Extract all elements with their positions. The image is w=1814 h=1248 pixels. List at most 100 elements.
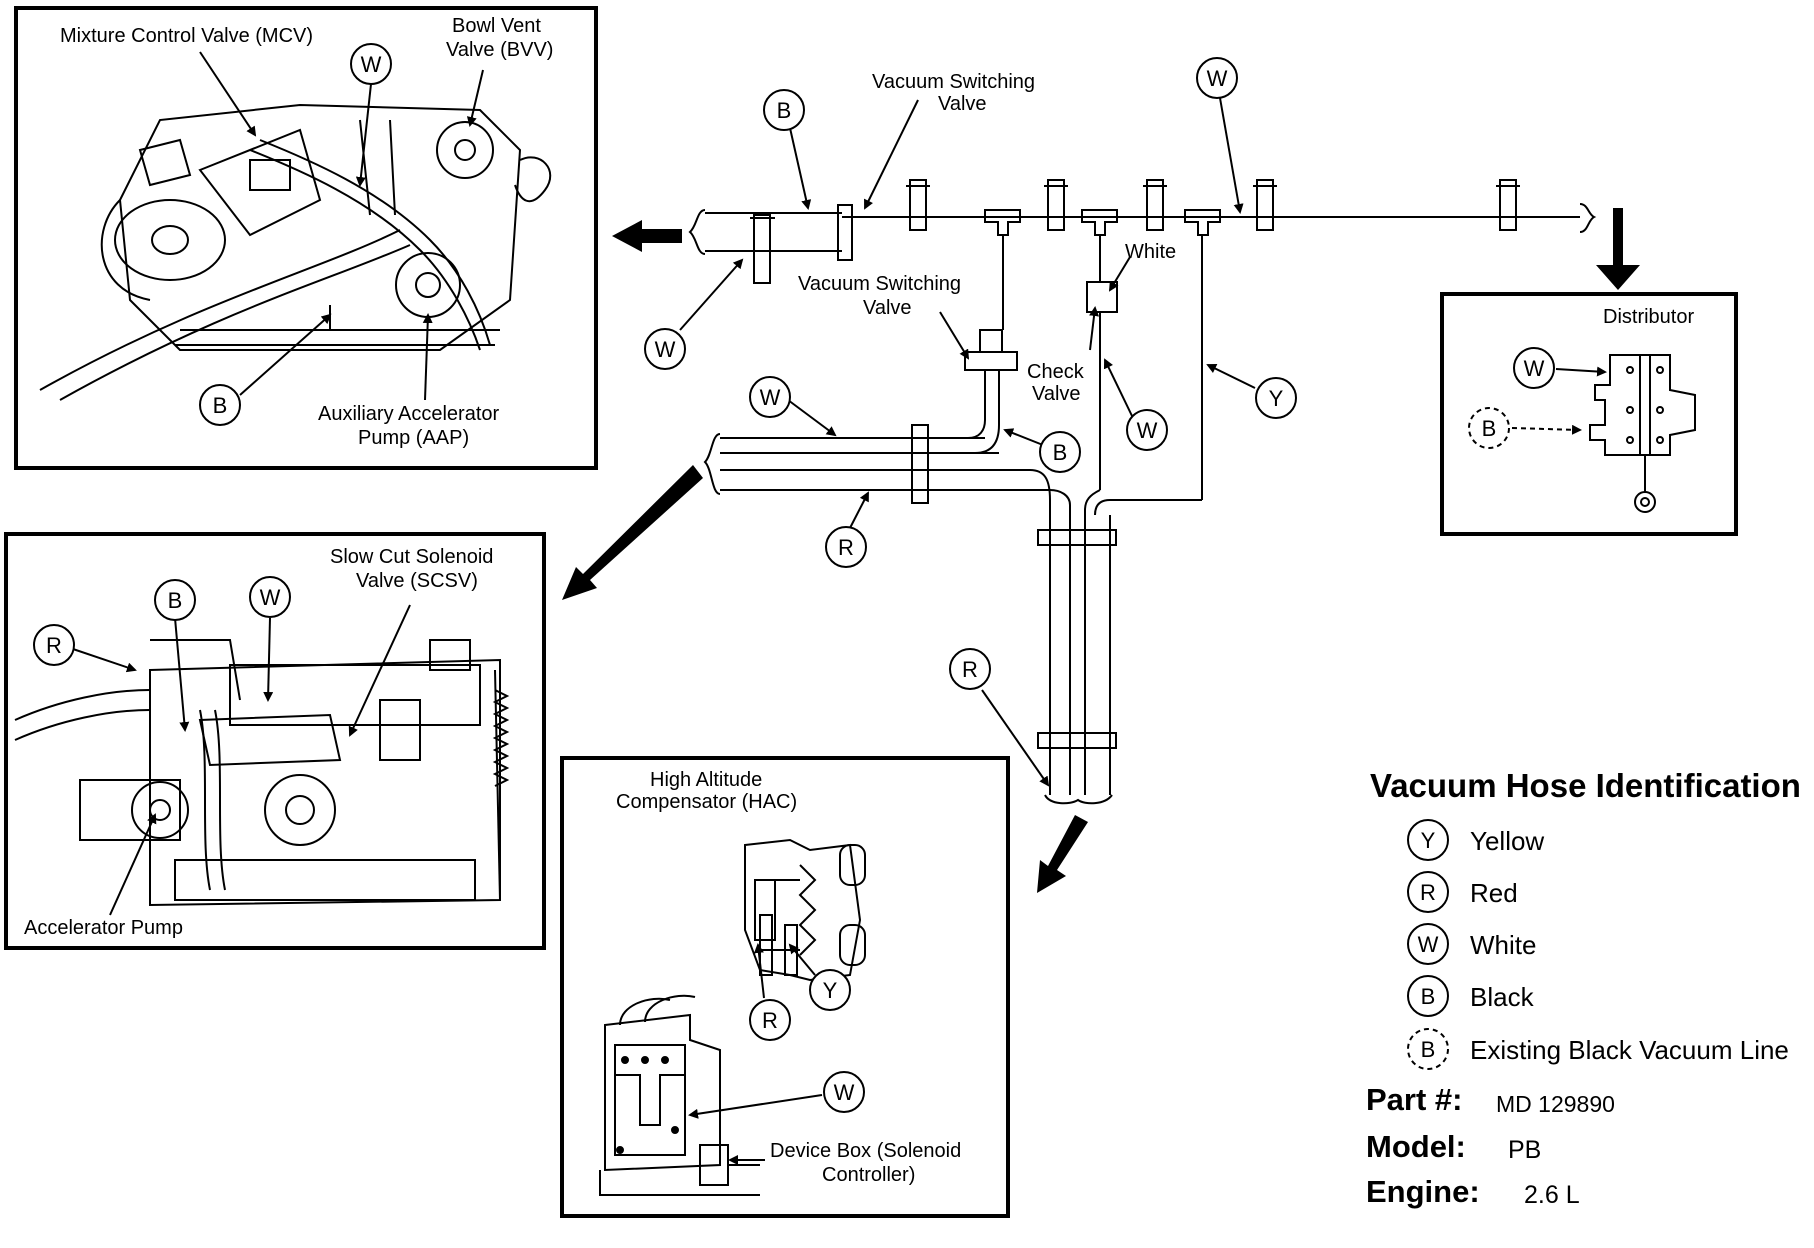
- legend-item-red: R Red: [1407, 871, 1518, 913]
- svg-text:R: R: [962, 657, 978, 682]
- legend-item-white: W White: [1407, 923, 1536, 965]
- hac-label-line1: High Altitude: [650, 769, 762, 791]
- svg-text:W: W: [834, 1080, 855, 1105]
- distributor-black-leader: [1511, 424, 1582, 435]
- device-box-label-line2: Controller): [822, 1164, 915, 1186]
- inset-carburetor-side: Slow Cut Solenoid Valve (SCSV) Accelerat…: [4, 532, 546, 950]
- carburetor-side-drawing: [14, 639, 510, 907]
- bubble-black-mid: B: [1039, 431, 1081, 473]
- arrow-to-hac: [1037, 815, 1088, 893]
- svg-text:W: W: [655, 337, 676, 362]
- bubble-yellow-inset3: Y: [809, 969, 851, 1011]
- svg-text:Existing Black Vacuum Line: Existing Black Vacuum Line: [1470, 1035, 1789, 1065]
- inset-distributor: Distributor W B: [1440, 292, 1738, 536]
- part-number-key: Part #:: [1366, 1082, 1462, 1117]
- vsv-top-label-line2: Valve: [938, 93, 987, 115]
- hose-network: [688, 179, 1597, 805]
- check-valve-label-line2: Valve: [1032, 383, 1081, 405]
- svg-text:Red: Red: [1470, 878, 1518, 908]
- svg-text:W: W: [1137, 418, 1158, 443]
- legend: Vacuum Hose Identification Y Yellow R Re…: [1370, 767, 1801, 1070]
- carburetor-top-drawing: [39, 103, 552, 401]
- distributor-white-leader: [1555, 366, 1607, 377]
- svg-text:Y: Y: [823, 978, 838, 1003]
- inset1-leaders: [199, 51, 484, 401]
- bubble-black-inset1: B: [199, 384, 241, 426]
- svg-text:B: B: [1053, 440, 1068, 465]
- model-value: PB: [1508, 1136, 1541, 1164]
- svg-text:B: B: [1421, 1037, 1436, 1062]
- scsv-label-line2: Valve (SCSV): [356, 570, 478, 592]
- aap-label-line2: Pump (AAP): [358, 427, 469, 449]
- bubble-red-mid: R: [825, 526, 867, 568]
- inset2-leaders: [69, 604, 411, 916]
- white-hose-label: White: [1125, 241, 1176, 263]
- specs-block: Part #: MD 129890 Model: PB Engine: 2.6 …: [1366, 1082, 1615, 1209]
- bubble-white-inset2: W: [249, 576, 291, 618]
- hac-label-line2: Compensator (HAC): [616, 791, 797, 813]
- bubble-black-inset2: B: [154, 579, 196, 621]
- vsv-mid-label-line2: Valve: [863, 297, 912, 319]
- svg-text:R: R: [1420, 880, 1436, 905]
- svg-text:Black: Black: [1470, 982, 1535, 1012]
- bubble-white-check: W: [1126, 409, 1168, 451]
- arrow-to-carb-top: [612, 220, 682, 252]
- svg-text:White: White: [1470, 930, 1536, 960]
- legend-item-existing-black: B Existing Black Vacuum Line: [1407, 1028, 1789, 1070]
- svg-text:Y: Y: [1269, 386, 1284, 411]
- svg-text:B: B: [213, 393, 228, 418]
- legend-item-yellow: Y Yellow: [1407, 819, 1544, 861]
- bubble-white-inset3: W: [823, 1071, 865, 1113]
- svg-text:Y: Y: [1421, 828, 1436, 853]
- part-number-value: MD 129890: [1496, 1091, 1615, 1117]
- arrow-to-carb-side: [562, 465, 703, 600]
- engine-value: 2.6 L: [1524, 1181, 1580, 1209]
- svg-text:Yellow: Yellow: [1470, 826, 1544, 856]
- vsv-top-label-line1: Vacuum Switching: [872, 71, 1035, 93]
- svg-text:B: B: [777, 98, 792, 123]
- device-box-drawing: [599, 994, 760, 1196]
- svg-text:R: R: [838, 535, 854, 560]
- bubble-white-left: W: [644, 328, 686, 370]
- inset-hac: High Altitude Compensator (HAC) Device B…: [560, 756, 1010, 1218]
- legend-item-black: B Black: [1407, 975, 1535, 1017]
- svg-text:W: W: [1418, 932, 1439, 957]
- vsv-mid-label-line1: Vacuum Switching: [798, 273, 961, 295]
- inset3-leaders: [688, 943, 823, 1165]
- check-valve-label-line1: Check: [1027, 361, 1085, 383]
- direction-arrows: [562, 208, 1640, 893]
- aap-label-line1: Auxiliary Accelerator: [318, 403, 500, 425]
- svg-text:W: W: [760, 385, 781, 410]
- bubble-white-inset1: W: [350, 43, 392, 85]
- bubble-white-mid: W: [749, 376, 791, 418]
- bubble-red-inset3: R: [749, 999, 791, 1041]
- bubble-white-distributor: W: [1513, 347, 1555, 389]
- accelerator-pump-label: Accelerator Pump: [24, 917, 183, 939]
- model-key: Model:: [1366, 1129, 1466, 1164]
- bubble-black-distributor-dashed: B: [1468, 407, 1510, 449]
- hac-drawing: [744, 838, 866, 982]
- svg-text:W: W: [1207, 66, 1228, 91]
- svg-text:B: B: [1421, 984, 1436, 1009]
- bvv-label-line1: Bowl Vent: [452, 15, 541, 37]
- distributor-label: Distributor: [1603, 306, 1694, 328]
- svg-text:W: W: [1524, 356, 1545, 381]
- arrow-to-distributor: [1596, 208, 1640, 290]
- distributor-drawing: [1589, 354, 1696, 513]
- scsv-label-line1: Slow Cut Solenoid: [330, 546, 493, 568]
- device-box-label-line1: Device Box (Solenoid: [770, 1140, 961, 1162]
- engine-key: Engine:: [1366, 1174, 1480, 1209]
- svg-text:B: B: [168, 588, 183, 613]
- svg-text:B: B: [1482, 416, 1497, 441]
- inset-carburetor-top: Mixture Control Valve (MCV) Bowl Vent Va…: [14, 6, 598, 470]
- bubble-black-top: B: [763, 89, 805, 131]
- mcv-label: Mixture Control Valve (MCV): [60, 25, 313, 47]
- bvv-label-line2: Valve (BVV): [446, 39, 553, 61]
- bubble-red-inset2: R: [33, 624, 75, 666]
- bubble-yellow-mid: Y: [1255, 377, 1297, 419]
- legend-title: Vacuum Hose Identification: [1370, 767, 1801, 804]
- bubble-white-top: W: [1196, 57, 1238, 99]
- svg-text:R: R: [762, 1008, 778, 1033]
- svg-text:R: R: [46, 633, 62, 658]
